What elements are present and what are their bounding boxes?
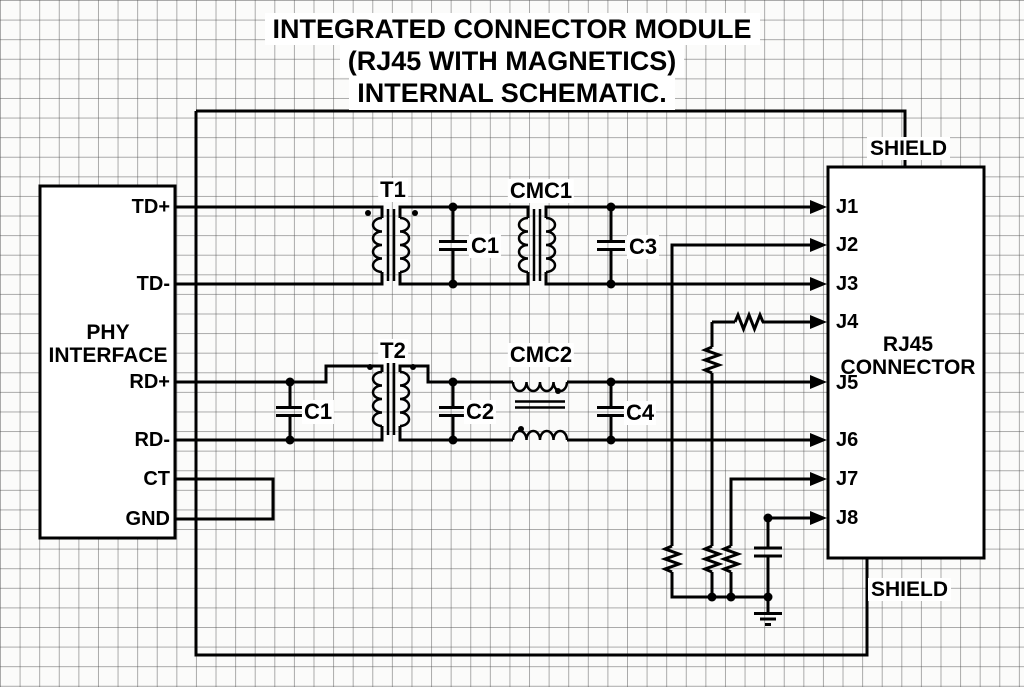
rj45-pin-j6: J6 bbox=[833, 429, 862, 451]
shield-label-top: SHIELD bbox=[867, 137, 951, 160]
rj45-pin-j3: J3 bbox=[833, 273, 862, 295]
schematic-title: INTEGRATED CONNECTOR MODULE (RJ45 WITH M… bbox=[0, 13, 1024, 110]
t1-transformer bbox=[365, 209, 418, 281]
phy-pin-rd-plus: RD+ bbox=[126, 371, 173, 393]
cmc2-phase-dot-bottom bbox=[518, 426, 524, 432]
pin-arrows bbox=[810, 200, 827, 525]
phy-pin-gnd: GND bbox=[122, 508, 173, 530]
resistor-j2-termination bbox=[660, 544, 684, 574]
cmc1-choke bbox=[517, 209, 557, 281]
t2-phase-dot-secondary bbox=[410, 364, 416, 370]
t2-label: T2 bbox=[378, 338, 408, 363]
t2-phase-dot-primary bbox=[367, 364, 373, 370]
termination-wires bbox=[670, 243, 815, 599]
title-line-1: INTEGRATED CONNECTOR MODULE bbox=[264, 13, 760, 46]
t2-transformer bbox=[367, 363, 416, 435]
title-line-3: INTERNAL SCHEMATIC. bbox=[349, 77, 675, 110]
c4-label: C4 bbox=[623, 400, 657, 425]
title-line-2: (RJ45 WITH MAGNETICS) bbox=[339, 45, 685, 78]
rj45-pin-j7: J7 bbox=[833, 468, 862, 490]
rj45-pin-j2: J2 bbox=[833, 234, 862, 256]
capacitor-c4 bbox=[597, 382, 625, 440]
rj45-pin-j4: J4 bbox=[833, 311, 862, 333]
ct-gnd-loop-wire bbox=[175, 477, 275, 521]
td-pair-wires bbox=[175, 205, 815, 286]
rj45-connector-box bbox=[826, 165, 986, 560]
termination-capacitor bbox=[754, 518, 782, 597]
cmc1-label: CMC1 bbox=[507, 178, 575, 203]
c2-label: C2 bbox=[463, 399, 497, 424]
phy-pin-td-plus: TD+ bbox=[128, 196, 173, 218]
capacitor-c3 bbox=[597, 207, 625, 284]
cmc2-choke bbox=[511, 381, 569, 441]
cmc2-phase-dot-top bbox=[555, 388, 561, 394]
c1-td-label: C1 bbox=[468, 233, 502, 258]
c3-label: C3 bbox=[626, 234, 660, 259]
t1-phase-dot-primary bbox=[365, 210, 371, 216]
resistor-j4-termination bbox=[700, 544, 724, 574]
capacitor-c1-rd bbox=[276, 382, 304, 440]
phy-pin-ct: CT bbox=[140, 468, 173, 490]
phy-pin-td-minus: TD- bbox=[133, 273, 173, 295]
rj45-pin-j1: J1 bbox=[833, 196, 862, 218]
cmc2-label: CMC2 bbox=[507, 342, 575, 367]
phy-pin-rd-minus: RD- bbox=[131, 429, 173, 451]
resistor-j7-termination bbox=[719, 544, 743, 574]
phy-interface-label: PHY INTERFACE bbox=[48, 320, 168, 367]
t1-label: T1 bbox=[378, 177, 408, 202]
rj45-pin-j5: J5 bbox=[833, 372, 862, 394]
c1-rd-label: C1 bbox=[301, 399, 335, 424]
capacitor-c2 bbox=[439, 382, 467, 440]
junction-dots bbox=[285, 202, 773, 602]
resistor-j4-upper bbox=[700, 345, 724, 375]
resistor-j4-horizontal bbox=[733, 310, 765, 334]
rj45-pin-j8: J8 bbox=[833, 507, 862, 529]
t1-phase-dot-secondary bbox=[412, 210, 418, 216]
rj45-connector-label: RJ45 CONNECTOR bbox=[840, 332, 976, 379]
shield-label-bottom: SHIELD bbox=[868, 578, 952, 601]
capacitor-c1-td bbox=[439, 207, 467, 284]
